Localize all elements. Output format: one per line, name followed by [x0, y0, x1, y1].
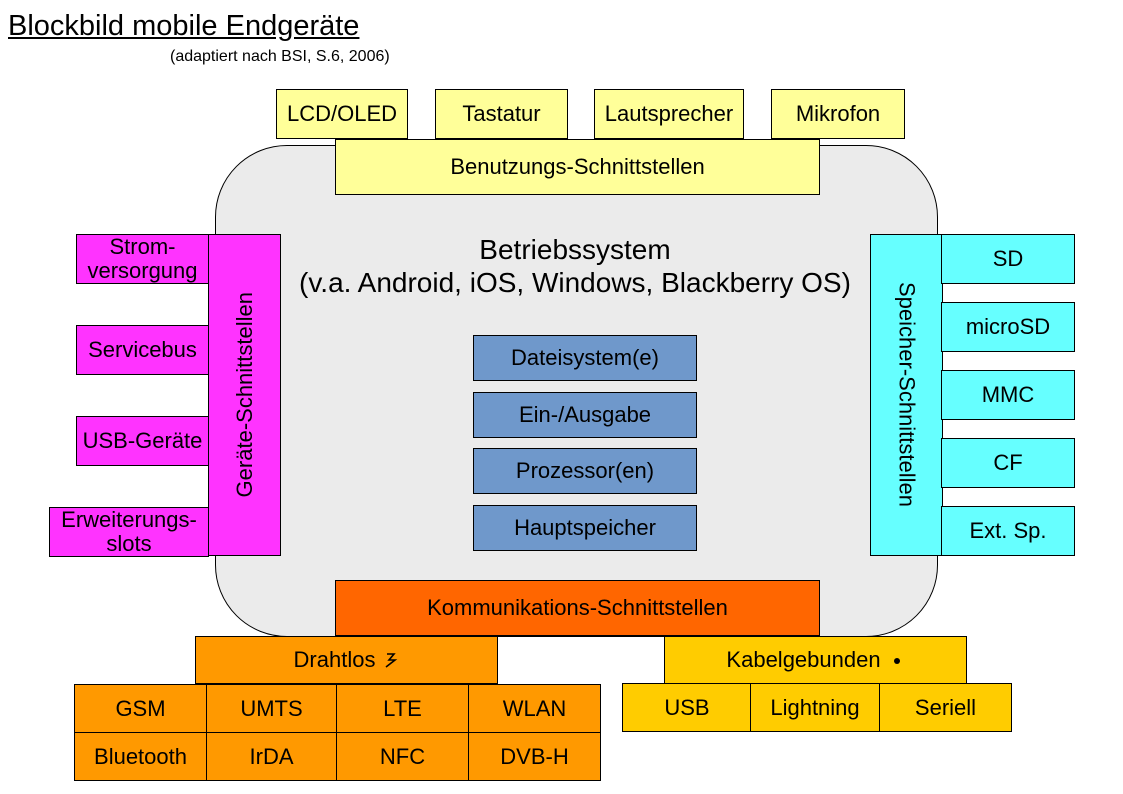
wireless-item-gsm: GSM — [74, 684, 207, 733]
bullet-icon — [893, 658, 900, 664]
wired-label: Kabelgebunden — [726, 647, 881, 672]
wireless-item-dvbh: DVB-H — [468, 732, 601, 781]
wired-header: Kabelgebunden — [664, 636, 967, 684]
device-interfaces-bar: Geräte-Schnittstellen — [208, 234, 281, 556]
user-interface-display: LCD/OLED — [276, 89, 408, 139]
storage-interfaces-bar: Speicher-Schnittstellen — [870, 234, 943, 556]
storage-interfaces-label: Speicher-Schnittstellen — [894, 282, 920, 508]
os-component-processor: Prozessor(en) — [473, 448, 697, 494]
os-component-memory: Hauptspeicher — [473, 505, 697, 551]
wireless-item-bluetooth: Bluetooth — [74, 732, 207, 781]
device-interface-usb-devices: USB-Geräte — [76, 416, 209, 466]
user-interface-microphone: Mikrofon — [771, 89, 905, 139]
user-interface-speaker: Lautsprecher — [594, 89, 744, 139]
wired-item-lightning: Lightning — [750, 683, 880, 732]
storage-interface-sd: SD — [941, 234, 1075, 284]
communication-interfaces-bar: Kommunikations-Schnittstellen — [335, 580, 820, 636]
wired-item-usb: USB — [622, 683, 752, 732]
os-component-filesystem: Dateisystem(e) — [473, 335, 697, 381]
storage-interface-mmc: MMC — [941, 370, 1075, 420]
operating-system-label: Betriebssystem (v.a. Android, iOS, Windo… — [250, 233, 900, 299]
user-interface-keyboard: Tastatur — [435, 89, 568, 139]
storage-interface-microsd: microSD — [941, 302, 1075, 352]
operating-system-block — [215, 145, 938, 637]
storage-interface-cf: CF — [941, 438, 1075, 488]
os-component-io: Ein-/Ausgabe — [473, 392, 697, 438]
device-interface-expansion-slots: Erweiterungs- slots — [49, 507, 209, 557]
storage-interface-external: Ext. Sp. — [941, 506, 1075, 556]
os-examples: (v.a. Android, iOS, Windows, Blackberry … — [299, 267, 851, 298]
wireless-item-umts: UMTS — [206, 684, 337, 733]
user-interfaces-bar: Benutzungs-Schnittstellen — [335, 139, 820, 195]
wired-item-serial: Seriell — [879, 683, 1012, 732]
wireless-item-nfc: NFC — [336, 732, 469, 781]
wireless-header: Drahtlos — [195, 636, 498, 684]
lightning-icon — [385, 653, 398, 668]
diagram-title: Blockbild mobile Endgeräte — [8, 10, 360, 42]
wireless-item-lte: LTE — [336, 684, 469, 733]
diagram-subtitle: (adaptiert nach BSI, S.6, 2006) — [170, 48, 390, 65]
wireless-item-wlan: WLAN — [468, 684, 601, 733]
wireless-label: Drahtlos — [293, 647, 376, 672]
device-interface-power: Strom- versorgung — [76, 234, 209, 284]
device-interface-servicebus: Servicebus — [76, 325, 209, 375]
os-title: Betriebssystem — [479, 234, 671, 265]
device-interfaces-label: Geräte-Schnittstellen — [231, 292, 257, 498]
wireless-item-irda: IrDA — [206, 732, 337, 781]
